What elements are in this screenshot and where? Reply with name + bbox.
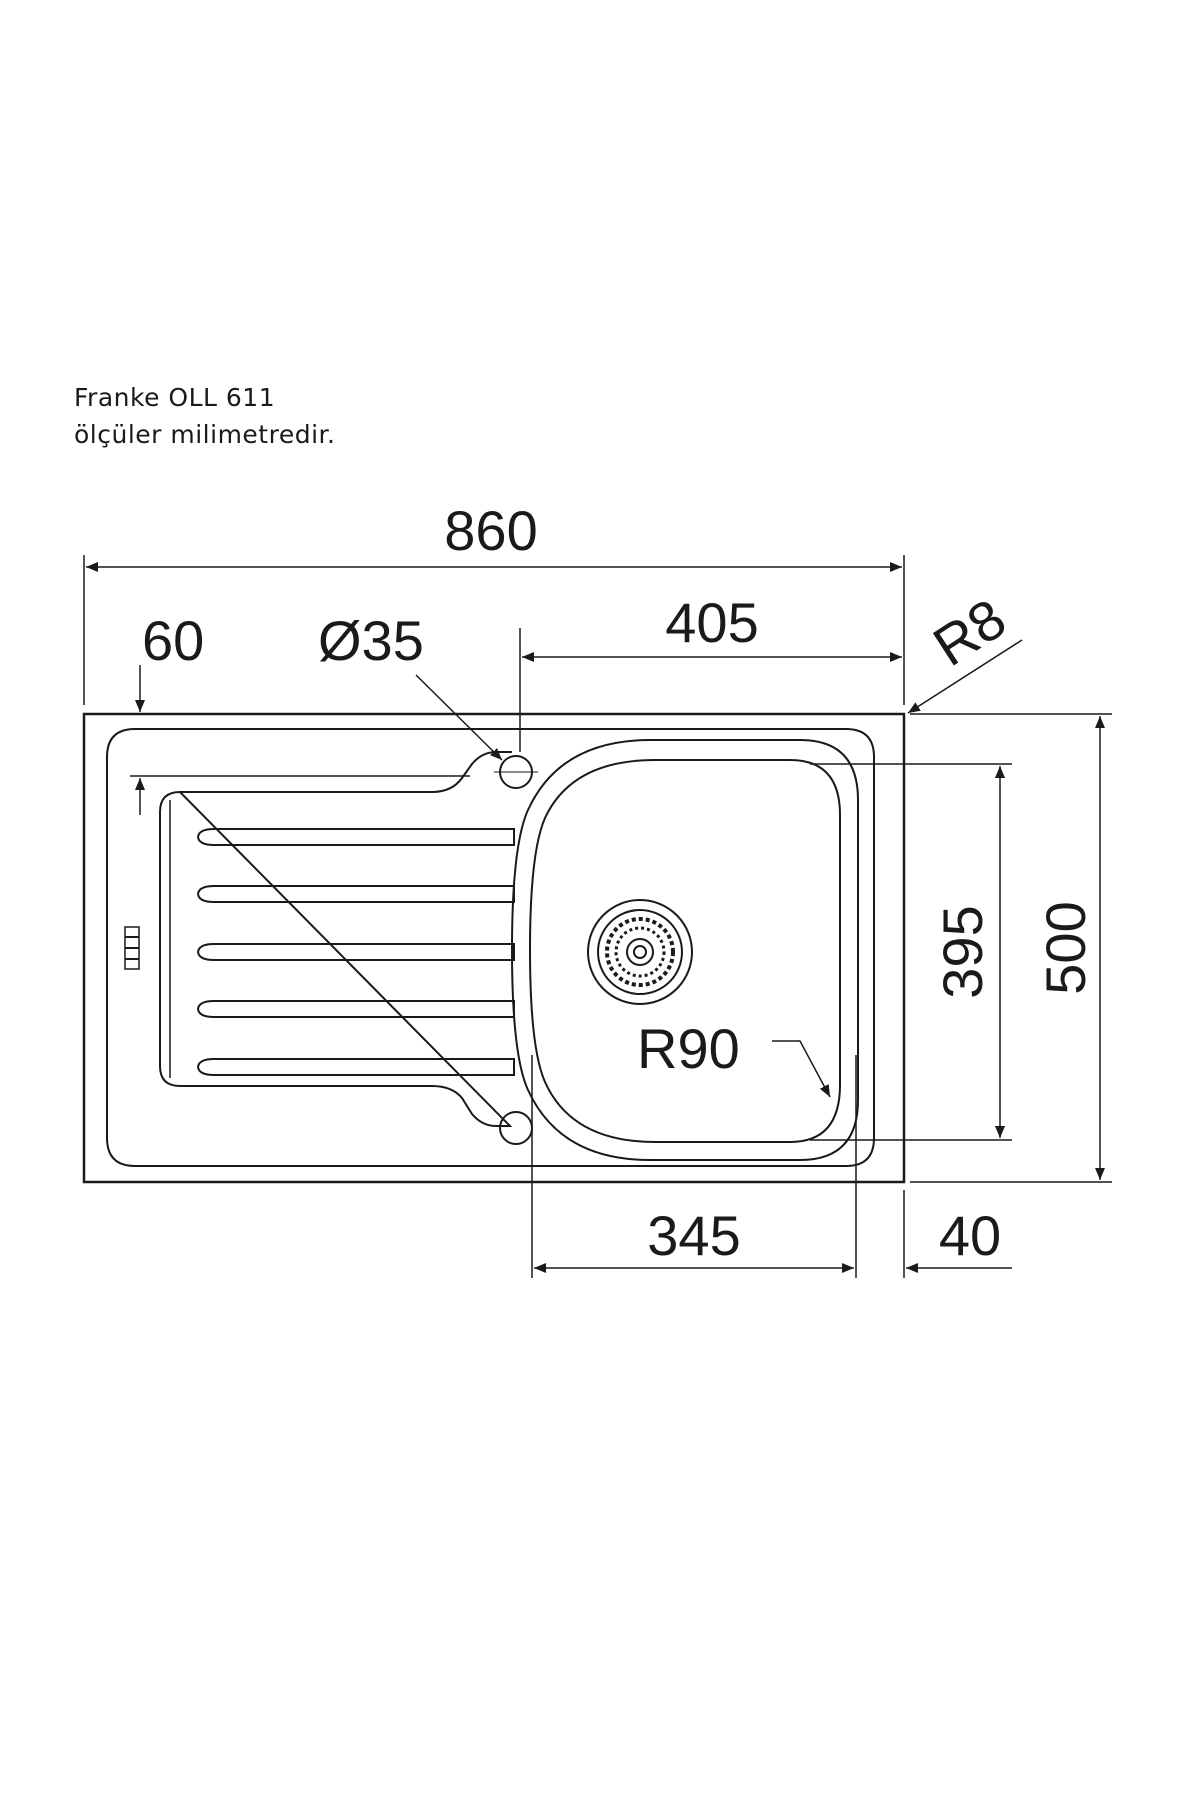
drain-rib: [196, 828, 515, 846]
dim-label-40: 40: [939, 1204, 1001, 1267]
bowl-outer-lip: [510, 739, 859, 1161]
drain-rib: [196, 1058, 515, 1076]
bowl: [510, 739, 859, 1161]
dim-label-500: 500: [1034, 901, 1097, 994]
dim-bowl-width: 345: [531, 1055, 857, 1278]
caption: Franke OLL 611 ölçüler milimetredir.: [74, 379, 335, 453]
dim-label-tap-hole: Ø35: [318, 609, 424, 672]
dim-overall-width: 860: [83, 499, 905, 705]
drainboard-outline: [159, 751, 513, 1127]
sink-inner-rim: [106, 728, 875, 1167]
sink-outline: [82, 712, 906, 1184]
overflow-hole: [499, 1111, 533, 1145]
dim-label-860: 860: [444, 499, 537, 562]
dim-corner-radius: R8: [907, 586, 1023, 714]
sink-outer-rim: [82, 712, 906, 1184]
drain-rib: [196, 885, 515, 903]
dim-tap-hole: Ø35: [318, 609, 503, 761]
bowl-inner: [528, 759, 841, 1143]
dim-bowl-offset: 405: [519, 591, 902, 752]
dim-label-345: 345: [647, 1204, 740, 1267]
dim-label-60: 60: [142, 609, 204, 672]
drain-rib: [196, 1000, 515, 1018]
franke-logo: [124, 926, 140, 970]
dim-bowl-radius: R90: [637, 1017, 831, 1098]
dim-edge-offset: 60: [130, 609, 470, 815]
drain-rib: [196, 943, 515, 961]
caption-units-note: ölçüler milimetredir.: [74, 420, 336, 449]
dim-label-r90: R90: [637, 1017, 740, 1080]
dim-rim-offset: 40: [903, 1190, 1012, 1278]
dim-bowl-depth: 395: [810, 763, 1012, 1141]
dim-label-405: 405: [665, 591, 758, 654]
caption-model: Franke OLL 611: [74, 383, 276, 412]
dim-label-395: 395: [931, 905, 994, 998]
drainboard: [124, 751, 515, 1127]
drain-strainer: [587, 899, 693, 1005]
dim-overall-depth: 500: [910, 713, 1112, 1183]
dim-label-r8: R8: [922, 586, 1016, 678]
drain-ribs: [196, 828, 515, 1076]
